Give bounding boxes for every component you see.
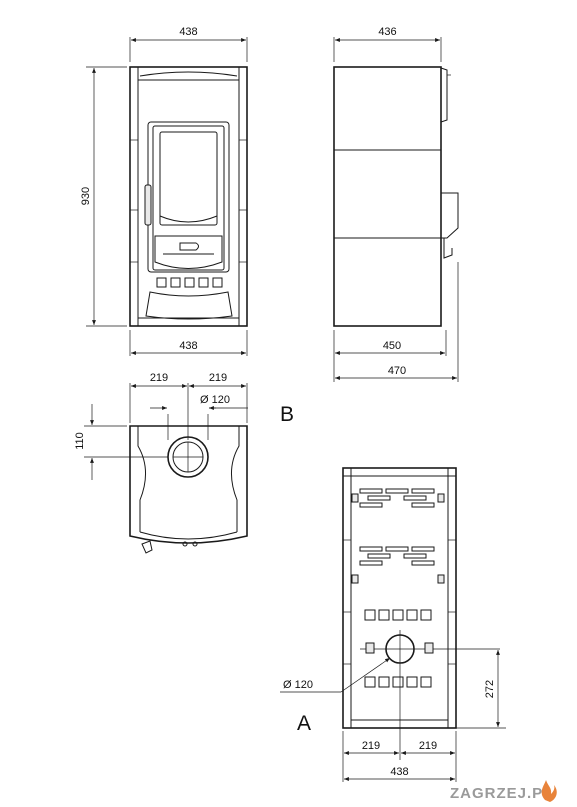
front-view [129,66,248,327]
rear-offset-left-label: 219 [362,740,380,752]
front-dimensions: 438 930 438 [80,26,248,356]
side-depth-overall-label: 470 [388,365,406,377]
top-flue-diameter-label: Ø 120 [200,394,230,406]
rear-middle-slots [351,546,445,584]
top-flue-distance-label: 110 [74,432,86,450]
front-height-label: 930 [80,187,92,205]
rear-upper-slots [351,488,445,508]
view-label-a: A [297,712,311,735]
side-dimensions: 436 450 470 [333,26,459,382]
top-dimensions: 219 219 Ø 120 110 B [74,372,294,480]
rear-vent-squares [364,609,432,688]
front-width-top-label: 438 [179,26,197,38]
rear-view [342,467,500,760]
top-view [129,425,248,554]
rear-flue-diameter-label: Ø 120 [283,679,313,691]
side-depth-top-label: 436 [378,26,396,38]
rear-flue-height-label: 272 [484,680,496,698]
watermark: ZAGRZEJ.PL [450,780,557,802]
side-depth-base-label: 450 [383,340,401,352]
side-view [333,66,459,327]
flame-icon [541,780,557,802]
top-offset-right-label: 219 [209,372,227,384]
rear-width-label: 438 [390,766,408,778]
top-offset-left-label: 219 [150,372,168,384]
view-label-b: B [280,403,294,426]
watermark-text: ZAGRZEJ.PL [450,785,553,802]
rear-dimensions: Ø 120 272 219 219 438 A [280,650,506,782]
front-width-bottom-label: 438 [179,340,197,352]
rear-offset-right-label: 219 [419,740,437,752]
